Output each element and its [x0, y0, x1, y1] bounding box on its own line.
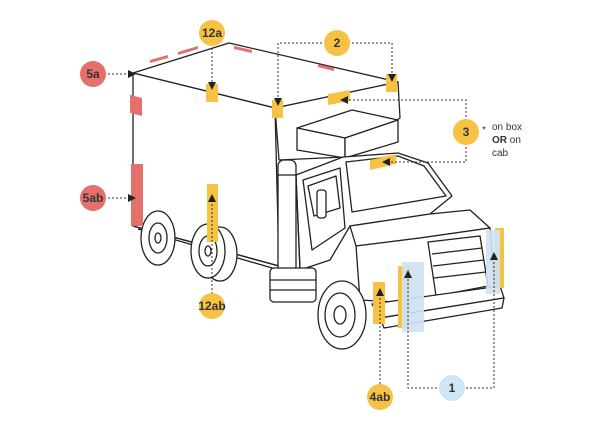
callout-5ab-label: 5ab — [83, 191, 104, 205]
red-side-marking — [131, 164, 143, 226]
callout-2: 2 — [324, 30, 350, 56]
rear-wheel-1 — [140, 210, 176, 266]
roof-unit — [296, 109, 399, 159]
blue-front-strip-left — [402, 262, 424, 332]
yellow-roof-marking — [206, 84, 218, 102]
note-line-2: OR on — [492, 135, 521, 146]
callout-12a-label: 12a — [202, 26, 222, 40]
callout-12a: 12a — [199, 20, 225, 46]
red-roof-marking-1 — [150, 55, 168, 63]
note-line-3: cab — [492, 148, 509, 159]
note-on: on — [507, 135, 521, 146]
yellow-front-corner-left — [272, 100, 283, 118]
callout-12ab-label: 12ab — [198, 299, 225, 313]
red-markings — [130, 46, 334, 226]
callout-5a-label: 5a — [86, 67, 100, 81]
callout-1-label: 1 — [449, 381, 456, 395]
fuel-tank — [269, 267, 317, 303]
callout-4ab: 4ab — [367, 384, 393, 410]
red-top-corner-marking — [130, 94, 142, 117]
placement-note: * on box OR on cab — [482, 122, 522, 159]
side-mirror — [316, 189, 327, 219]
callout-1: 1 — [439, 375, 465, 401]
yellow-front-corner-right — [386, 74, 397, 92]
front-wheel — [317, 280, 367, 350]
red-roof-marking-2 — [178, 46, 198, 55]
exhaust-stack — [277, 159, 297, 281]
note-or: OR — [492, 135, 508, 146]
red-roof-marking-4 — [318, 64, 334, 71]
red-roof-marking-3 — [234, 46, 252, 53]
callout-5ab: 5ab — [80, 185, 106, 211]
note-star: * — [482, 125, 486, 136]
callout-12ab: 12ab — [198, 293, 226, 319]
leader-lines — [108, 42, 498, 389]
note-line-1: on box — [492, 122, 522, 133]
callout-3: 3 — [453, 119, 479, 145]
grille — [427, 235, 489, 297]
blue-front-strip-right — [486, 230, 500, 294]
yellow-bumper-marking-left — [373, 282, 385, 324]
truck-cab — [295, 152, 496, 305]
callout-5a: 5a — [80, 61, 106, 87]
callout-3-label: 3 — [463, 125, 470, 139]
callout-2-label: 2 — [334, 36, 341, 50]
callout-4ab-label: 4ab — [370, 390, 391, 404]
